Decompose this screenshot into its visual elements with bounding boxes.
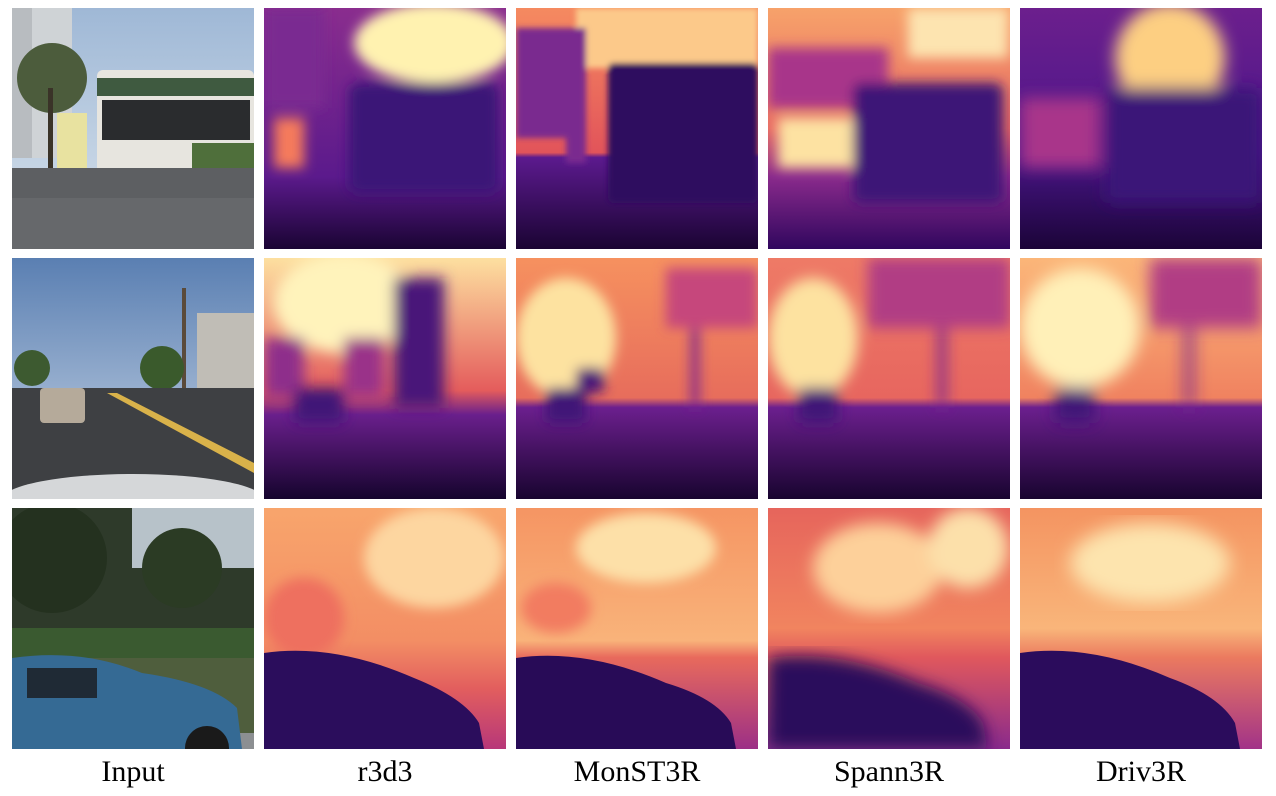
depth-map-monst3r-row1 [516, 8, 758, 249]
depth-map-monst3r-row3 [516, 508, 758, 749]
depth-map-monst3r-row2 [516, 258, 758, 499]
depth-map-r3d3-row2 [264, 258, 506, 499]
column-label-spann3r: Spann3R [833, 755, 944, 788]
column-label-input: Input [101, 755, 165, 788]
input-image-bus [12, 8, 254, 249]
depth-map-r3d3-row1 [264, 8, 506, 249]
column-label-r3d3: r3d3 [357, 755, 413, 788]
column-label-monst3r: MonST3R [573, 755, 701, 788]
column-label-driv3r: Driv3R [1096, 755, 1186, 788]
input-image-suburban-road [12, 258, 254, 499]
input-image-blue-car [12, 508, 254, 749]
depth-map-r3d3-row3 [264, 508, 506, 749]
depth-map-spann3r-row1 [768, 8, 1010, 249]
depth-map-driv3r-row1 [1020, 8, 1262, 249]
depth-map-driv3r-row3 [1020, 508, 1262, 749]
depth-map-spann3r-row2 [768, 258, 1010, 499]
depth-map-driv3r-row2 [1020, 258, 1262, 499]
depth-map-spann3r-row3 [768, 508, 1010, 749]
